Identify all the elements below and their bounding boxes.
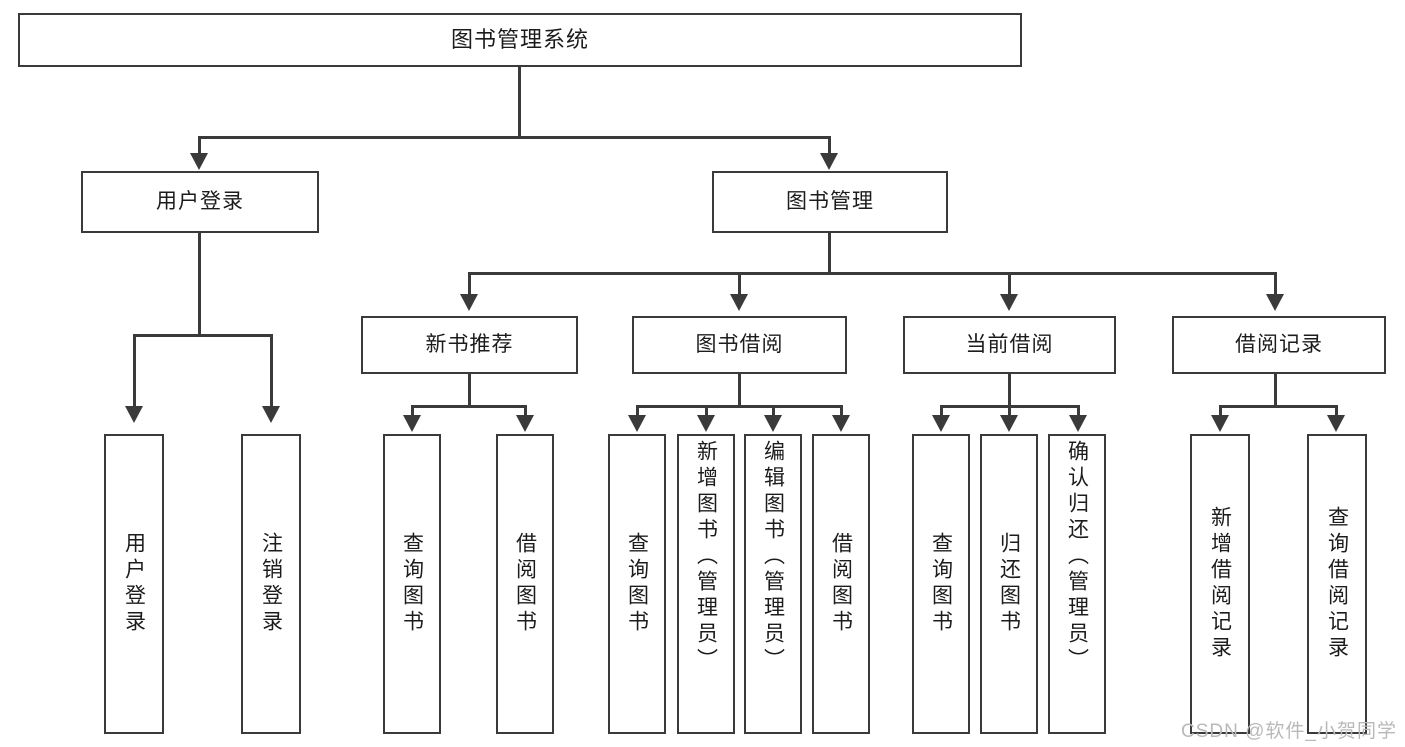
leaf-label: 借阅图书 <box>829 532 853 636</box>
leaf-borrow-records-query[interactable]: 查询借阅记录 <box>1307 434 1367 734</box>
arrowhead-leaf-current-borrow-1 <box>932 415 950 432</box>
connector-user-login-leg-2 <box>270 334 273 409</box>
connector-new-book-stem <box>468 374 471 406</box>
node-current-borrow[interactable]: 当前借阅 <box>903 316 1116 374</box>
connector-to-borrow-records <box>1274 272 1277 296</box>
leaf-label: 注销登录 <box>259 532 283 636</box>
leaf-label: 新增借阅记录 <box>1208 506 1232 662</box>
connector-book-borrow-leg-4 <box>840 405 843 420</box>
leaf-user-login-logout[interactable]: 注销登录 <box>241 434 301 734</box>
arrowhead-leaf-user-login-2 <box>262 406 280 423</box>
leaf-label: 查询图书 <box>625 532 649 636</box>
node-label: 借阅记录 <box>1235 333 1323 357</box>
node-root-book-management-system[interactable]: 图书管理系统 <box>18 13 1022 67</box>
connector-current-borrow-stem <box>1008 374 1011 406</box>
connector-current-borrow-leg-3 <box>1077 405 1080 420</box>
arrowhead-to-borrow-records <box>1266 294 1284 311</box>
connector-to-user-login <box>198 136 201 157</box>
connector-new-book-bus <box>411 405 527 408</box>
connector-book-borrow-leg-1 <box>636 405 639 420</box>
node-new-book-recommend[interactable]: 新书推荐 <box>361 316 578 374</box>
arrowhead-leaf-user-login-1 <box>125 406 143 423</box>
node-label: 用户登录 <box>156 190 244 214</box>
node-label: 新书推荐 <box>425 333 514 357</box>
leaf-current-borrow-return[interactable]: 归还图书 <box>980 434 1038 734</box>
arrowhead-to-book-management <box>820 153 838 170</box>
connector-borrow-records-bus <box>1219 405 1338 408</box>
connector-new-book-leg-2 <box>524 405 527 420</box>
leaf-user-login-login[interactable]: 用户登录 <box>104 434 164 734</box>
csdn-watermark: CSDN @软件_小贺同学 <box>1181 721 1397 742</box>
arrowhead-leaf-borrow-records-1 <box>1211 415 1229 432</box>
arrowhead-to-new-book-recommend <box>460 294 478 311</box>
leaf-label: 归还图书 <box>997 532 1021 636</box>
node-label: 图书管理 <box>786 190 874 214</box>
connector-level3-bus <box>468 272 1277 275</box>
connector-new-book-leg-1 <box>411 405 414 420</box>
leaf-book-borrow-add[interactable]: 新增图书（管理员） <box>677 434 735 734</box>
leaf-label: 查询图书 <box>400 532 424 636</box>
leaf-new-book-borrow[interactable]: 借阅图书 <box>496 434 554 734</box>
arrowhead-leaf-book-borrow-4 <box>832 415 850 432</box>
arrowhead-leaf-current-borrow-3 <box>1069 415 1087 432</box>
arrowhead-to-book-borrow <box>730 294 748 311</box>
leaf-current-borrow-query[interactable]: 查询图书 <box>912 434 970 734</box>
arrowhead-leaf-book-borrow-1 <box>628 415 646 432</box>
connector-book-borrow-leg-3 <box>772 405 775 420</box>
connector-user-login-stem <box>198 233 201 335</box>
arrowhead-leaf-book-borrow-3 <box>764 415 782 432</box>
arrowhead-leaf-borrow-records-2 <box>1327 415 1345 432</box>
connector-to-book-borrow <box>738 272 741 296</box>
leaf-label: 新增图书（管理员） <box>694 440 718 674</box>
connector-to-book-management <box>828 136 831 157</box>
connector-root-stem <box>518 67 521 137</box>
leaf-label: 借阅图书 <box>513 532 537 636</box>
arrowhead-leaf-book-borrow-2 <box>697 415 715 432</box>
leaf-label: 确认归还（管理员） <box>1065 440 1089 674</box>
node-user-login[interactable]: 用户登录 <box>81 171 319 233</box>
connector-borrow-records-stem <box>1274 374 1277 406</box>
node-borrow-records[interactable]: 借阅记录 <box>1172 316 1386 374</box>
connector-book-management-stem <box>828 233 831 273</box>
connector-book-borrow-bus <box>636 405 843 408</box>
connector-book-borrow-stem <box>738 374 741 406</box>
connector-current-borrow-leg-2 <box>1008 405 1011 420</box>
node-book-borrow[interactable]: 图书借阅 <box>632 316 847 374</box>
arrowhead-leaf-current-borrow-2 <box>1000 415 1018 432</box>
leaf-borrow-records-add[interactable]: 新增借阅记录 <box>1190 434 1250 734</box>
node-label: 当前借阅 <box>965 333 1054 357</box>
node-label: 图书借阅 <box>695 333 784 357</box>
connector-current-borrow-leg-1 <box>940 405 943 420</box>
arrowhead-leaf-new-book-1 <box>403 415 421 432</box>
connector-level2-bus <box>198 136 831 139</box>
leaf-label: 查询借阅记录 <box>1325 506 1349 662</box>
connector-user-login-leg-1 <box>133 334 136 409</box>
leaf-new-book-query[interactable]: 查询图书 <box>383 434 441 734</box>
leaf-book-borrow-borrow[interactable]: 借阅图书 <box>812 434 870 734</box>
leaf-book-borrow-query[interactable]: 查询图书 <box>608 434 666 734</box>
node-label: 图书管理系统 <box>450 26 589 52</box>
connector-to-current-borrow <box>1008 272 1011 296</box>
leaf-label: 查询图书 <box>929 532 953 636</box>
arrowhead-to-user-login <box>190 153 208 170</box>
leaf-label: 编辑图书（管理员） <box>761 440 785 674</box>
node-book-management[interactable]: 图书管理 <box>712 171 948 233</box>
connector-borrow-records-leg-2 <box>1335 405 1338 420</box>
leaf-label: 用户登录 <box>122 532 146 636</box>
connector-book-borrow-leg-2 <box>705 405 708 420</box>
leaf-current-borrow-confirm[interactable]: 确认归还（管理员） <box>1048 434 1106 734</box>
leaf-book-borrow-edit[interactable]: 编辑图书（管理员） <box>744 434 802 734</box>
arrowhead-to-current-borrow <box>1000 294 1018 311</box>
connector-to-new-book-recommend <box>468 272 471 296</box>
arrowhead-leaf-new-book-2 <box>516 415 534 432</box>
connector-borrow-records-leg-1 <box>1219 405 1222 420</box>
connector-user-login-bus <box>133 334 273 337</box>
